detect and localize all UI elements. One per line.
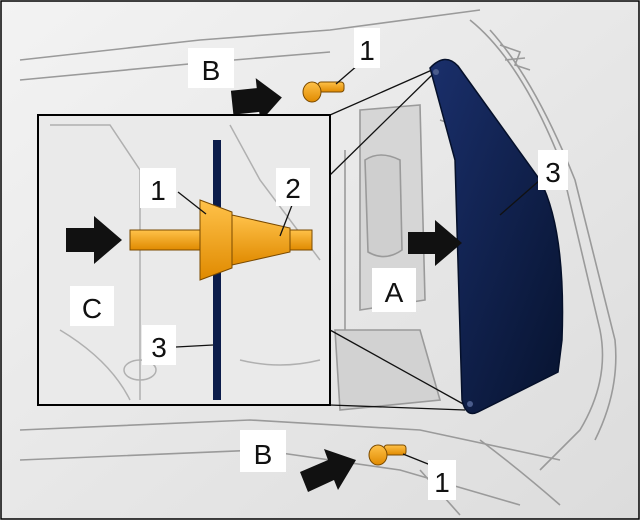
clip-top [302, 81, 345, 103]
label-1-inset: 1 [150, 175, 166, 206]
label-b-top: B [202, 55, 221, 86]
vehicle-body-structure [19, 9, 617, 516]
inset-detail-view [37, 114, 331, 406]
label-3-main: 3 [545, 157, 561, 188]
label-3-inset: 3 [151, 332, 167, 363]
label-b-bottom: B [254, 439, 273, 470]
panel-clip-hole-top [433, 69, 439, 75]
arrow-c [66, 216, 122, 264]
arrow-b-top [230, 78, 282, 122]
label-1-top: 1 [359, 35, 375, 66]
inset-clip [129, 199, 313, 281]
label-a: A [385, 277, 404, 308]
callout-lines [329, 69, 466, 411]
label-c: C [82, 293, 102, 324]
arrow-a [408, 220, 462, 266]
label-1-bottom: 1 [434, 467, 450, 498]
label-2-inset: 2 [285, 173, 301, 204]
label-backgrounds [70, 28, 568, 500]
panel-clip-hole-bottom [467, 401, 473, 407]
trim-panel [429, 58, 564, 415]
clip-bottom [368, 444, 407, 466]
arrow-b-bottom [300, 449, 356, 492]
